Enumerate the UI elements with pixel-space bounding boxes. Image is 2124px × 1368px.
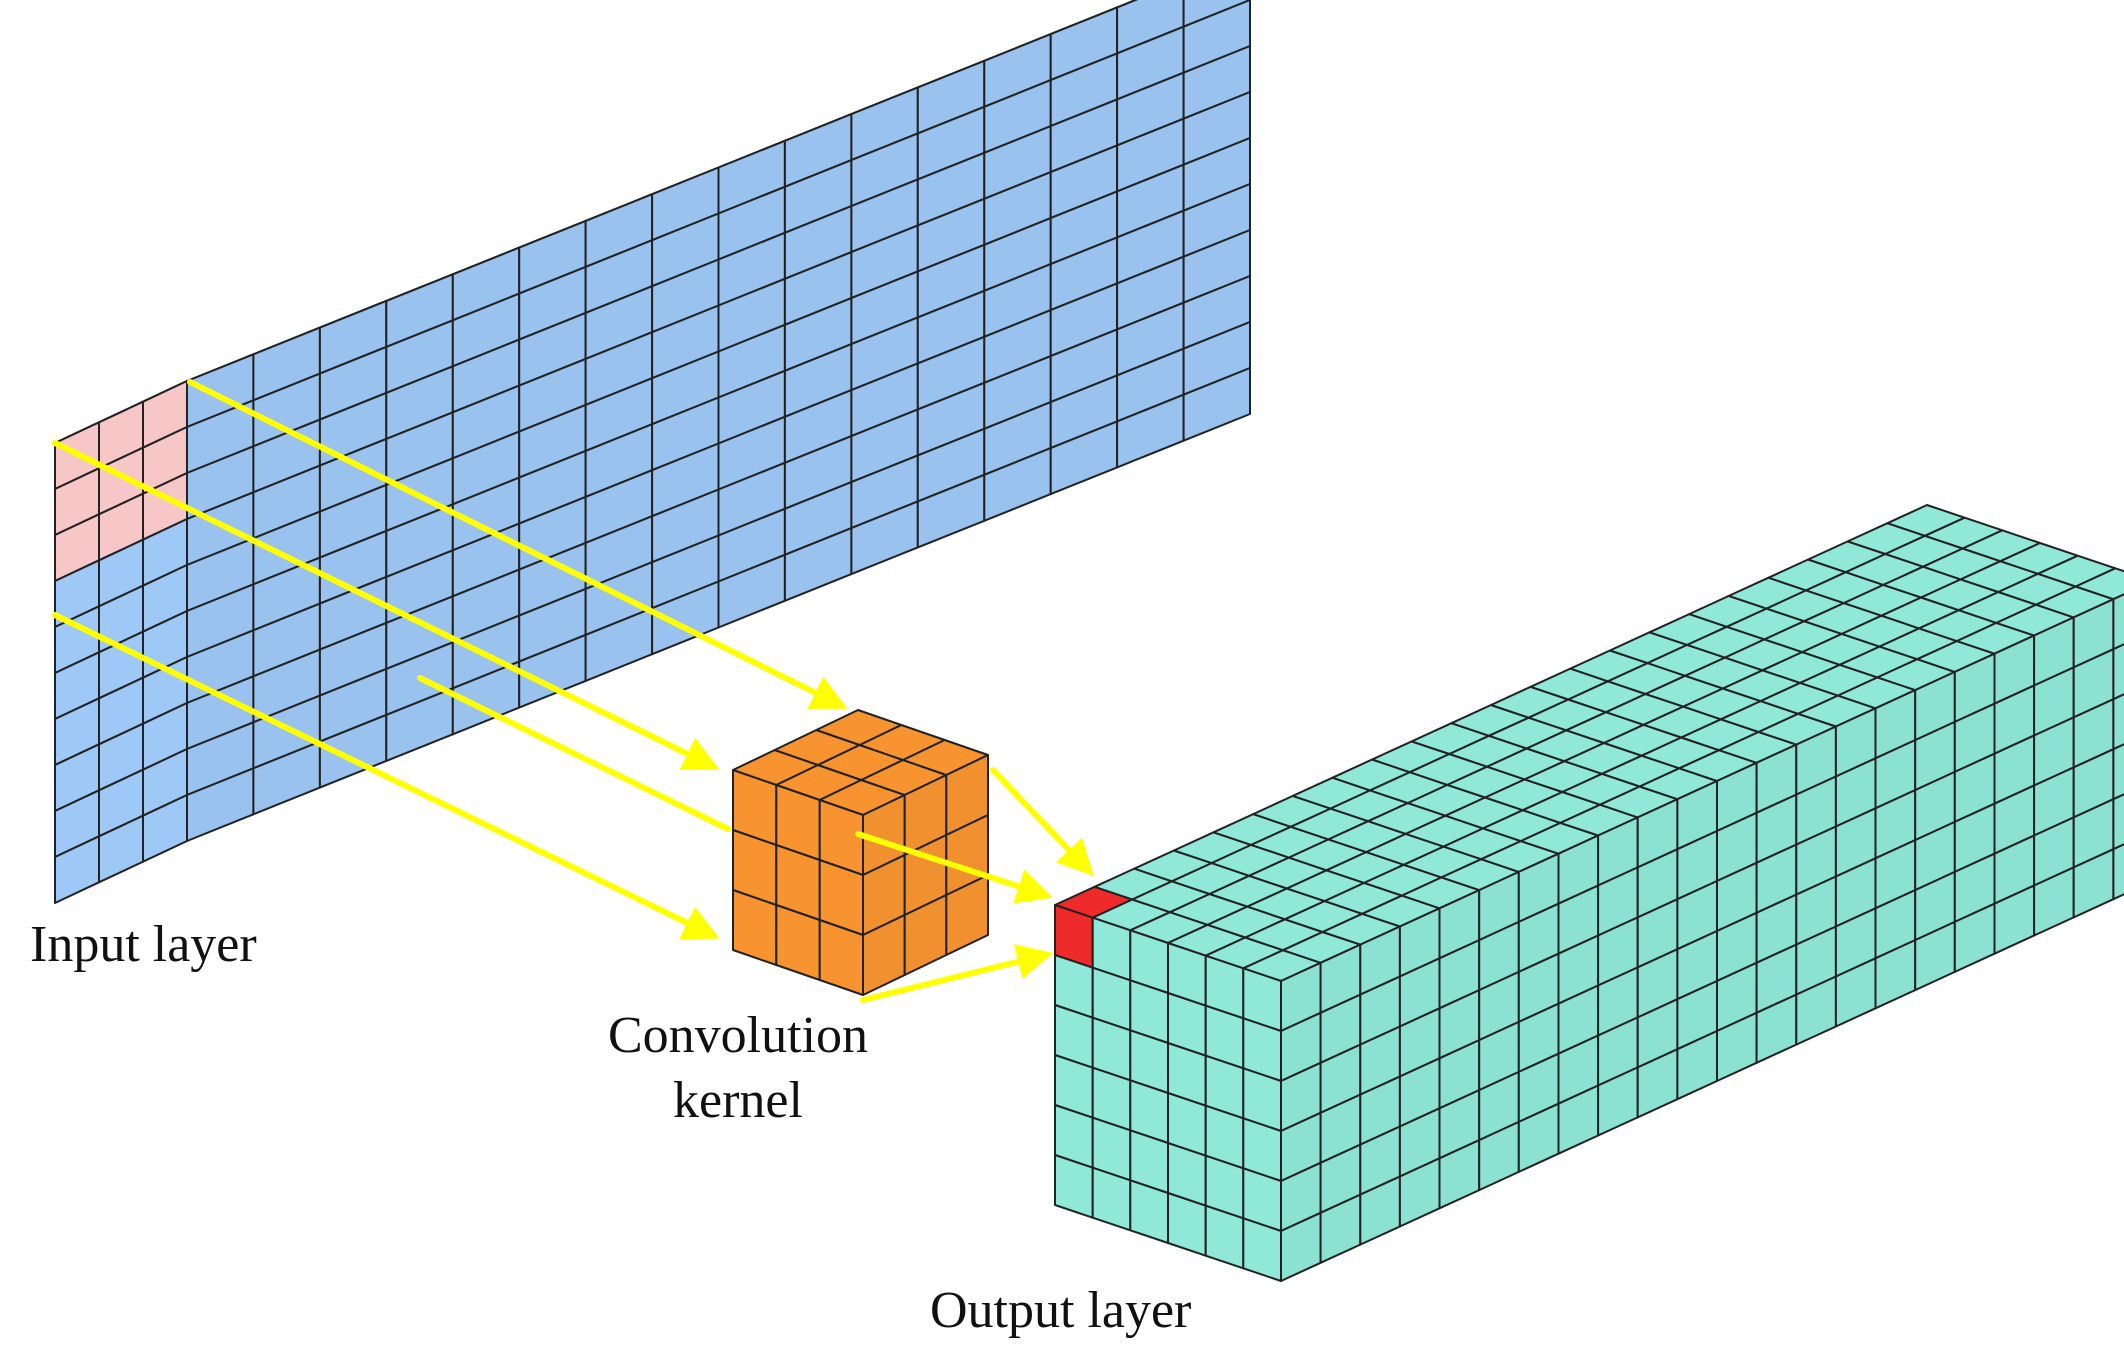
input-layer-label: Input layer: [30, 916, 257, 973]
output-side-cell: [2112, 743, 2124, 801]
output-side-cell: [2112, 843, 2124, 901]
output-side-cell: [2112, 593, 2124, 651]
arrow-input-bottom-to-kernel: [52, 612, 720, 940]
convolution-kernel-label: Convolution kernel: [588, 1003, 888, 1133]
arrow-input-top-to-kernel: [187, 379, 848, 709]
arrow-kernel-bottom-to-output: [860, 944, 1054, 1003]
line-input-center-to-kernel: [417, 675, 731, 832]
output-layer-block: [1054, 504, 2124, 1282]
output-side-cell: [2112, 693, 2124, 751]
arrow-input-edge-to-kernel: [52, 440, 720, 770]
kernel-label-line1: Convolution: [607, 1007, 869, 1064]
output-side-cell: [2112, 643, 2124, 701]
output-side-cell: [2112, 793, 2124, 851]
arrow-kernel-top-to-output: [990, 767, 1094, 877]
kernel-label-line2: kernel: [673, 1072, 803, 1129]
arrow-kernel-center-to-output: [855, 831, 1053, 904]
input-side-cell: [1182, 367, 1251, 442]
convolution-kernel-block: [732, 709, 989, 996]
input-layer-block: [54, 0, 1251, 904]
output-layer-label: Output layer: [930, 1282, 1192, 1339]
output-top-cell: [2074, 567, 2124, 601]
kernel-side-cell: [945, 874, 989, 956]
connection-arrows: [52, 379, 1094, 1003]
